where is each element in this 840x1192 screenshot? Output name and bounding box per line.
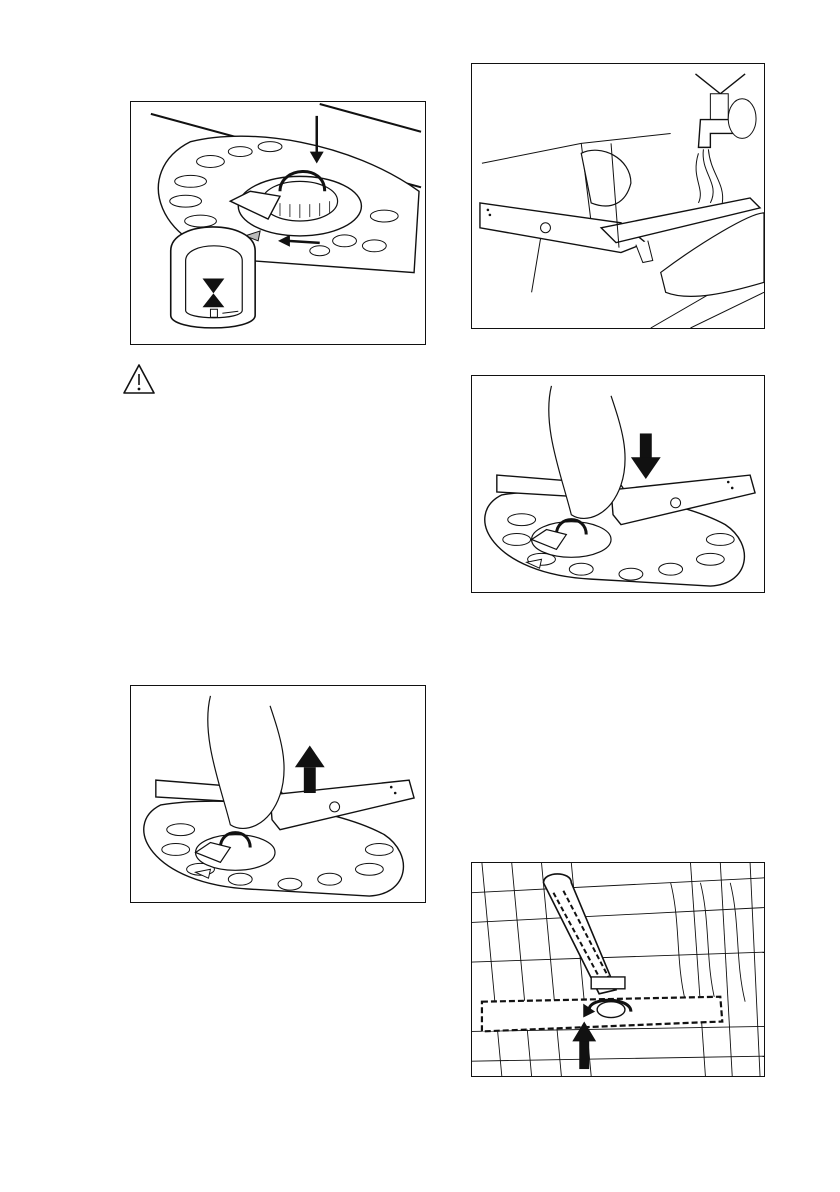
spray-arm-cleaning-illustration [471, 63, 765, 329]
footer-text-cropped [0, 1184, 170, 1192]
spray-arm-install-illustration [471, 375, 765, 593]
spray-arm-remove-illustration [130, 685, 426, 903]
upper-spray-arm-illustration [471, 862, 765, 1077]
warning-triangle-icon [122, 363, 156, 395]
filter-lock-illustration [130, 101, 426, 345]
